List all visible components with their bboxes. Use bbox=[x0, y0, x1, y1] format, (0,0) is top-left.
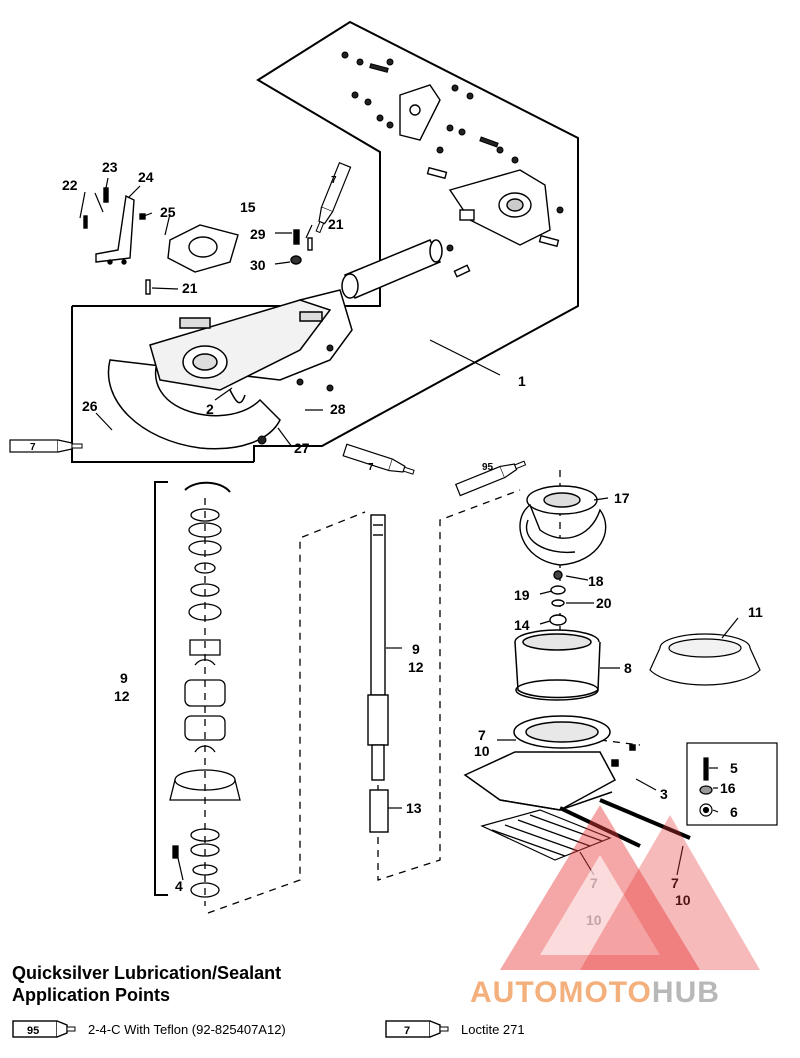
tube-top-label: 7 bbox=[331, 175, 337, 186]
tube-bottom-label: 7 bbox=[368, 462, 374, 473]
legend-title: Quicksilver Lubrication/Sealant Applicat… bbox=[12, 962, 281, 1006]
legend-item-7: 7 Loctite 271 bbox=[385, 1019, 525, 1039]
callout-29: 29 bbox=[250, 226, 266, 242]
callout-13: 13 bbox=[406, 800, 422, 816]
callout-9a: 9 bbox=[412, 641, 420, 657]
watermark-text: AUTOMOTOHUB bbox=[470, 976, 720, 1010]
callout-18: 18 bbox=[588, 573, 604, 589]
hardware-box bbox=[686, 742, 778, 826]
legend-item-95: 95 2-4-C With Teflon (92-825407A12) bbox=[12, 1019, 286, 1039]
hose-sleeve bbox=[341, 239, 443, 299]
wear-ring bbox=[649, 633, 761, 686]
callout-8: 8 bbox=[624, 660, 632, 676]
callout-24: 24 bbox=[138, 169, 154, 185]
callout-28: 28 bbox=[330, 401, 346, 417]
callout-5: 5 bbox=[730, 760, 738, 776]
nozzle-housing bbox=[107, 289, 353, 450]
callout-21b: 21 bbox=[182, 280, 198, 296]
callout-25: 25 bbox=[160, 204, 176, 220]
sealant-tube-bottom bbox=[342, 443, 416, 479]
legend-title-line2: Application Points bbox=[12, 985, 171, 1005]
callout-19: 19 bbox=[514, 587, 530, 603]
adapter-plate bbox=[145, 224, 313, 295]
impeller bbox=[519, 485, 607, 626]
impeller-liner bbox=[514, 629, 601, 701]
callout-26: 26 bbox=[82, 398, 98, 414]
callout-7c: 7 bbox=[671, 875, 679, 891]
callout-21a: 21 bbox=[328, 216, 344, 232]
legend-label-95: 2-4-C With Teflon (92-825407A12) bbox=[88, 1021, 286, 1037]
callout-9b: 9 bbox=[120, 670, 128, 686]
callout-12b: 12 bbox=[114, 688, 130, 704]
callout-15: 15 bbox=[240, 199, 256, 215]
callout-22: 22 bbox=[62, 177, 78, 193]
callout-labels: 1 2 3 4 5 6 7 7 7 8 9 9 10 10 10 11 12 1… bbox=[62, 159, 763, 928]
callout-17: 17 bbox=[614, 490, 630, 506]
legend-code-95: 95 bbox=[27, 1025, 39, 1037]
legend-title-line1: Quicksilver Lubrication/Sealant bbox=[12, 963, 282, 983]
callout-20: 20 bbox=[596, 595, 612, 611]
bearing-seal-stack bbox=[154, 481, 241, 898]
callout-10a: 10 bbox=[474, 743, 490, 759]
callout-3: 3 bbox=[660, 786, 668, 802]
callout-1: 1 bbox=[518, 373, 526, 389]
sealant-tube-icon: 7 bbox=[385, 1020, 449, 1038]
callout-4: 4 bbox=[175, 878, 183, 894]
small-hardware bbox=[257, 51, 564, 445]
intake-housing bbox=[463, 715, 636, 811]
callout-14: 14 bbox=[514, 617, 530, 633]
callout-23: 23 bbox=[102, 159, 118, 175]
leader-lines bbox=[79, 177, 739, 881]
mounting-bracket bbox=[83, 187, 146, 265]
callout-7b: 7 bbox=[590, 875, 598, 891]
intake-grate bbox=[480, 798, 691, 861]
callout-12a: 12 bbox=[408, 659, 424, 675]
callout-10c: 10 bbox=[675, 892, 691, 908]
legend-code-7: 7 bbox=[404, 1025, 410, 1037]
legend-label-7: Loctite 271 bbox=[461, 1021, 525, 1037]
svg-text:7: 7 bbox=[30, 442, 36, 453]
sealant-tube-icon: 95 bbox=[12, 1020, 76, 1038]
callout-27: 27 bbox=[294, 440, 310, 456]
driveshaft bbox=[367, 514, 389, 833]
steering-bracket-assembly bbox=[399, 84, 560, 278]
callout-11: 11 bbox=[748, 604, 763, 620]
upper-assembly-frame bbox=[71, 20, 579, 463]
callout-30: 30 bbox=[250, 257, 266, 273]
callout-16: 16 bbox=[720, 780, 736, 796]
tube-95-label: 95 bbox=[482, 462, 494, 473]
callout-10b: 10 bbox=[586, 912, 602, 928]
callout-6: 6 bbox=[730, 804, 738, 820]
callout-2: 2 bbox=[206, 401, 214, 417]
callout-7a: 7 bbox=[478, 727, 486, 743]
watermark-text-part1: AUTOMOTO bbox=[470, 976, 652, 1009]
sealant-tube-left: 7 bbox=[9, 439, 83, 453]
watermark-text-part2: HUB bbox=[651, 976, 720, 1009]
